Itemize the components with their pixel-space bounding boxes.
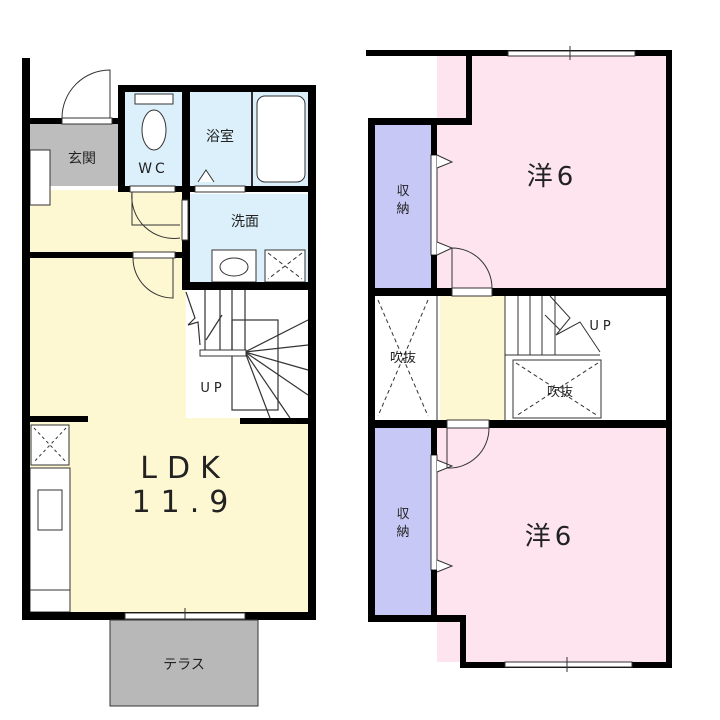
toilet-tank — [134, 93, 174, 105]
void-right — [512, 359, 602, 419]
bathtub — [256, 95, 306, 183]
closet-top-area — [375, 125, 431, 288]
ldk-name-label: LDK — [140, 451, 230, 486]
stair-treads — [185, 290, 309, 419]
closet-bottom-area — [375, 428, 431, 615]
window-top — [507, 50, 636, 57]
window-bottom — [504, 661, 633, 668]
bedroom-top-label: 洋6 — [527, 162, 578, 192]
bedroom-bottom-area — [437, 428, 666, 662]
terrace-area — [109, 619, 259, 707]
entrance-label: 玄関 — [68, 150, 96, 167]
kitchen-sink — [37, 489, 63, 531]
floor-1: 玄関 WC 浴室 洗面 UP LDK 11.9 テラス — [22, 58, 316, 707]
stairs-up-label-1f: UP — [200, 381, 225, 396]
stairs-2f — [505, 295, 601, 356]
stairs-up-label-2f: UP — [589, 319, 614, 334]
closet-bottom-label-1: 収 — [396, 507, 409, 522]
ldk-size-label: 11.9 — [132, 485, 239, 520]
closet-top-label-2: 納 — [396, 202, 409, 217]
washroom-label: 洗面 — [231, 214, 259, 230]
terrace-label: テラス — [163, 657, 205, 673]
wc-label: WC — [138, 161, 168, 177]
closet-top-label-1: 収 — [396, 184, 409, 199]
bedroom-top-area — [437, 56, 666, 288]
void-left-label: 吹抜 — [390, 350, 416, 366]
shoe-rack — [29, 149, 51, 206]
bath-label: 浴室 — [206, 128, 234, 145]
hallway-2f — [440, 296, 505, 420]
hall-area — [30, 190, 182, 252]
bedroom-bottom-label: 洋6 — [525, 522, 576, 552]
floor-2: 洋6 洋6 収 納 収 納 吹抜 吹抜 UP — [366, 46, 672, 672]
closet-bottom-label-2: 納 — [396, 525, 409, 540]
toilet-bowl — [141, 109, 167, 151]
void-right-label: 吹抜 — [547, 384, 573, 400]
fridge-space — [30, 424, 70, 466]
